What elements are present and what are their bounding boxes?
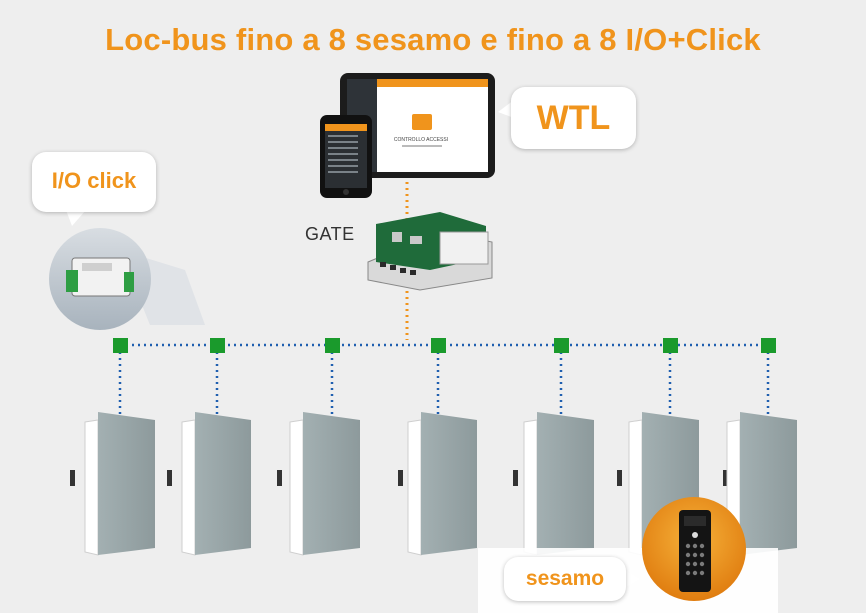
door — [398, 412, 477, 556]
io-bubble-tail — [66, 210, 86, 226]
gate-label: GATE — [305, 224, 355, 244]
door — [277, 412, 360, 556]
sesamo-label: sesamo — [504, 557, 626, 601]
tablet-screen-heading: CONTROLLO ACCESSI — [394, 137, 448, 143]
gate-device — [367, 212, 493, 291]
wtl-bubble-tail — [498, 100, 514, 118]
bus-node — [113, 338, 128, 353]
bus-node — [431, 338, 446, 353]
wtl-label: WTL — [511, 87, 636, 149]
sesamo-bubble-tail — [624, 570, 640, 588]
io-click-device — [66, 257, 134, 297]
bus-node — [325, 338, 340, 353]
sesamo-keypad — [679, 510, 711, 592]
bus-node — [761, 338, 776, 353]
door — [70, 412, 155, 556]
phone-device — [320, 115, 372, 198]
diagram-title: Loc-bus fino a 8 sesamo e fino a 8 I/O+C… — [105, 22, 761, 57]
door — [167, 412, 251, 556]
bus-drops — [118, 352, 770, 418]
door — [513, 412, 594, 556]
bus-node — [663, 338, 678, 353]
io-click-label: I/O click — [32, 152, 156, 212]
bus-node — [210, 338, 225, 353]
bus-node — [554, 338, 569, 353]
